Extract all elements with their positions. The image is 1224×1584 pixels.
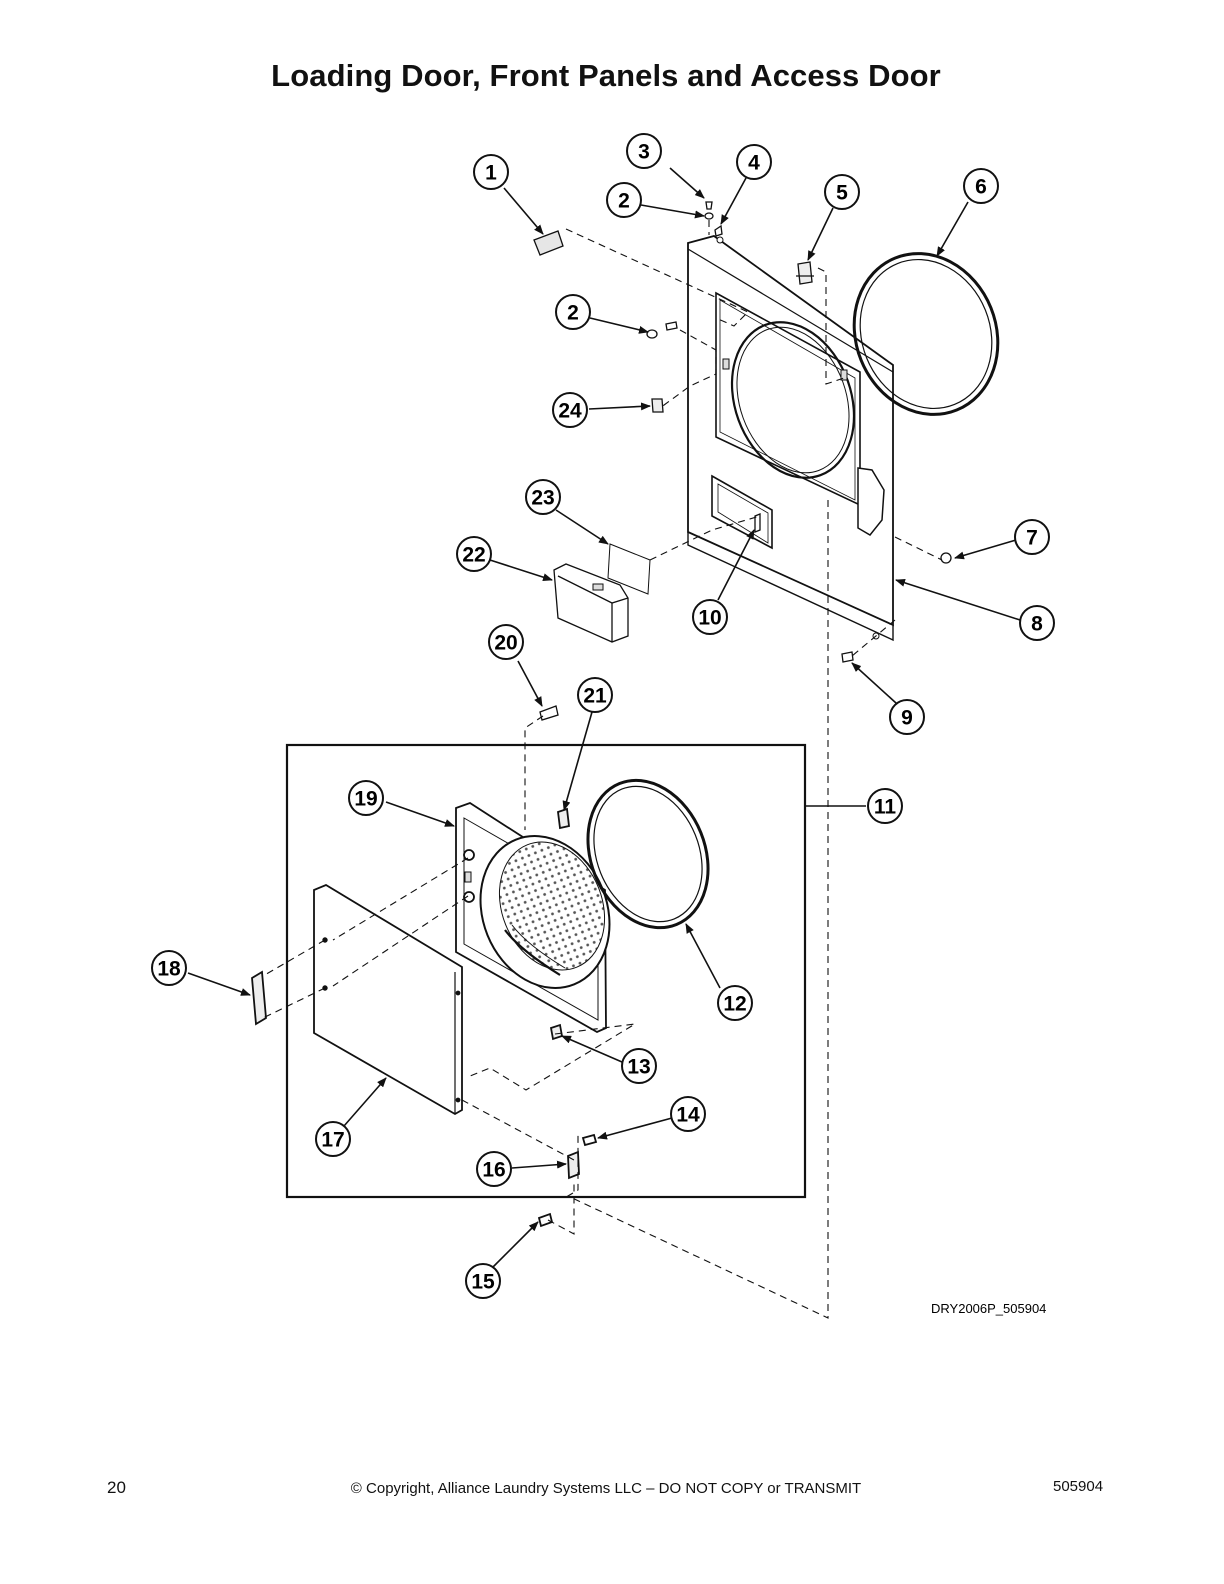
callout-9: 9 xyxy=(889,699,925,735)
page-number: 20 xyxy=(107,1478,126,1497)
drawing-code: DRY2006P_505904 xyxy=(931,1301,1046,1316)
callout-circle xyxy=(736,144,772,180)
callout-circle xyxy=(488,624,524,660)
callout-circle xyxy=(1014,519,1050,555)
callout-number: 16 xyxy=(482,1159,505,1182)
assembly-dashed-lines xyxy=(262,220,943,1319)
callout-circle xyxy=(824,174,860,210)
callout-number: 7 xyxy=(1026,527,1038,550)
callout-7: 7 xyxy=(1014,519,1050,555)
upper-hardware-drawing xyxy=(533,201,952,721)
callout-10: 10 xyxy=(692,599,728,635)
callout-15: 15 xyxy=(465,1263,501,1299)
callout-number: 14 xyxy=(676,1104,700,1127)
callout-circle xyxy=(476,1151,512,1187)
callout-circle xyxy=(552,392,588,428)
door-assembly-box xyxy=(285,743,807,1199)
callout-20: 20 xyxy=(488,624,524,660)
callout-2: 2 xyxy=(555,294,591,330)
callout-number: 3 xyxy=(638,141,650,164)
callout-circle xyxy=(465,1263,501,1299)
callout-number: 24 xyxy=(558,400,582,423)
callout-6: 6 xyxy=(963,168,999,204)
front-panel-drawing xyxy=(687,235,894,642)
callout-16: 16 xyxy=(476,1151,512,1187)
callout-circle xyxy=(577,677,613,713)
callout-5: 5 xyxy=(824,174,860,210)
callout-circle xyxy=(867,788,903,824)
callout-21: 21 xyxy=(577,677,613,713)
door-seal-ring-drawing xyxy=(852,252,1000,416)
loading-door-drawing xyxy=(251,778,710,1228)
callout-number: 11 xyxy=(874,796,897,819)
callout-circle xyxy=(692,599,728,635)
callout-circle xyxy=(670,1096,706,1132)
callout-circle xyxy=(889,699,925,735)
callout-number: 20 xyxy=(494,632,517,655)
callout-22: 22 xyxy=(456,536,492,572)
callout-number: 9 xyxy=(901,707,913,730)
callout-number: 23 xyxy=(531,487,554,510)
callout-circle xyxy=(717,985,753,1021)
callout-circle xyxy=(348,780,384,816)
callout-8: 8 xyxy=(1019,605,1055,641)
callout-number: 6 xyxy=(975,176,987,199)
page-title: Loading Door, Front Panels and Access Do… xyxy=(271,58,941,93)
document-number: 505904 xyxy=(1053,1478,1104,1495)
callout-number: 12 xyxy=(723,993,746,1016)
callout-circle xyxy=(606,182,642,218)
callout-number: 10 xyxy=(698,607,721,630)
callout-circle xyxy=(525,479,561,515)
callout-number: 1 xyxy=(485,162,497,185)
callout-circle xyxy=(315,1121,351,1157)
callout-number: 18 xyxy=(157,958,181,981)
callout-circle xyxy=(963,168,999,204)
callout-3: 3 xyxy=(626,133,662,169)
callout-number: 8 xyxy=(1031,613,1043,636)
callout-18: 18 xyxy=(151,950,187,986)
callout-19: 19 xyxy=(348,780,384,816)
callout-number: 13 xyxy=(627,1056,650,1079)
callout-12: 12 xyxy=(717,985,753,1021)
callout-11: 11 xyxy=(867,788,903,824)
callout-number: 19 xyxy=(354,788,377,811)
callout-number: 2 xyxy=(618,190,630,213)
callout-2: 2 xyxy=(606,182,642,218)
callout-number: 17 xyxy=(321,1129,344,1152)
leader-arrows xyxy=(187,167,1021,1269)
callout-14: 14 xyxy=(670,1096,706,1132)
callout-circle xyxy=(621,1048,657,1084)
callout-24: 24 xyxy=(552,392,588,428)
callout-circle xyxy=(151,950,187,986)
callout-circle xyxy=(555,294,591,330)
copyright-notice: © Copyright, Alliance Laundry Systems LL… xyxy=(350,1480,862,1497)
callout-23: 23 xyxy=(525,479,561,515)
callout-circle xyxy=(1019,605,1055,641)
callout-number: 2 xyxy=(567,302,579,325)
callout-number: 15 xyxy=(471,1271,495,1294)
callout-number: 5 xyxy=(836,182,848,205)
callout-number: 4 xyxy=(748,152,760,175)
callout-number: 21 xyxy=(583,685,607,708)
callout-circle xyxy=(626,133,662,169)
callout-17: 17 xyxy=(315,1121,351,1157)
callout-13: 13 xyxy=(621,1048,657,1084)
callout-1: 1 xyxy=(473,154,509,190)
callout-4: 4 xyxy=(736,144,772,180)
callout-circle xyxy=(473,154,509,190)
callout-number: 22 xyxy=(462,544,485,567)
callout-circle xyxy=(456,536,492,572)
